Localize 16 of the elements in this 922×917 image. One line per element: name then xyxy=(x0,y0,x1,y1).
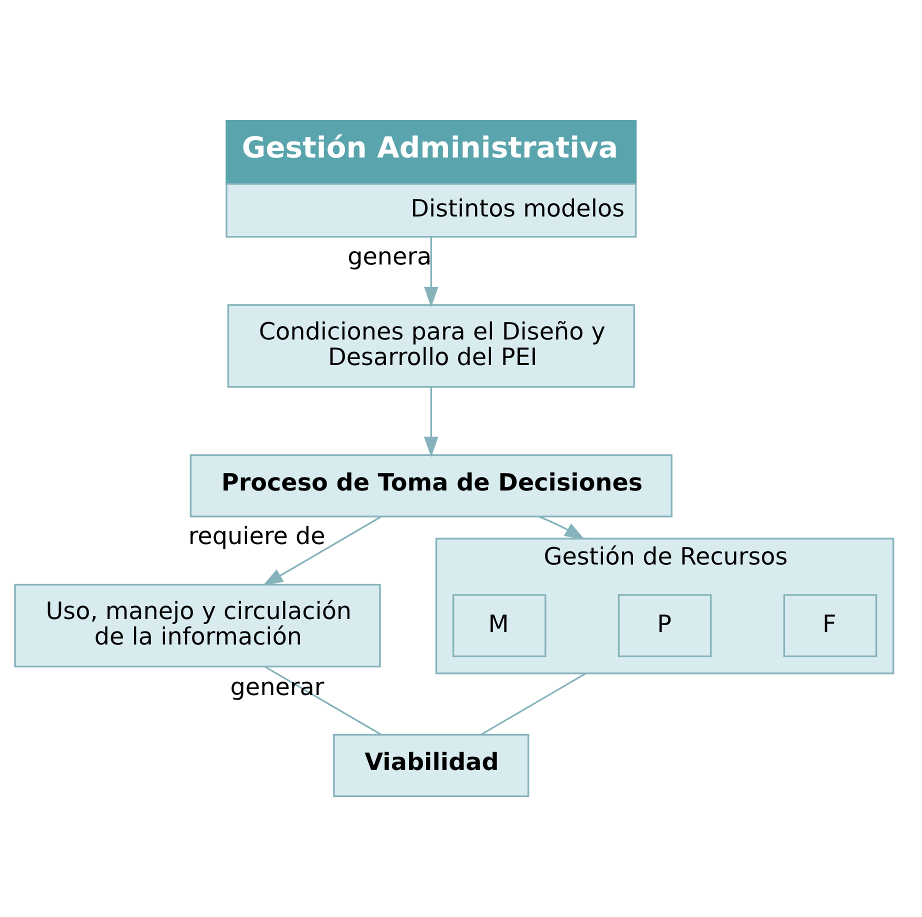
node-box: M xyxy=(452,594,546,658)
node-box: Proceso de Toma de Decisiones xyxy=(190,454,672,518)
arrow xyxy=(539,516,586,540)
edge-label: generar xyxy=(230,672,324,701)
arrow xyxy=(262,516,382,586)
edge-label: genera xyxy=(348,242,432,271)
edge-label: requiere de xyxy=(188,522,326,550)
connector xyxy=(264,666,382,736)
node-box: Uso, manejo y circulación de la información xyxy=(14,584,381,668)
connector xyxy=(480,672,586,736)
arrow xyxy=(424,387,438,458)
node-box: Condiciones para el Diseño y Desarrollo del PEI xyxy=(227,304,635,388)
node-box: F xyxy=(783,594,878,658)
node-box: P xyxy=(618,594,712,658)
node-box: Viabilidad xyxy=(333,734,530,798)
arrow xyxy=(424,236,438,308)
